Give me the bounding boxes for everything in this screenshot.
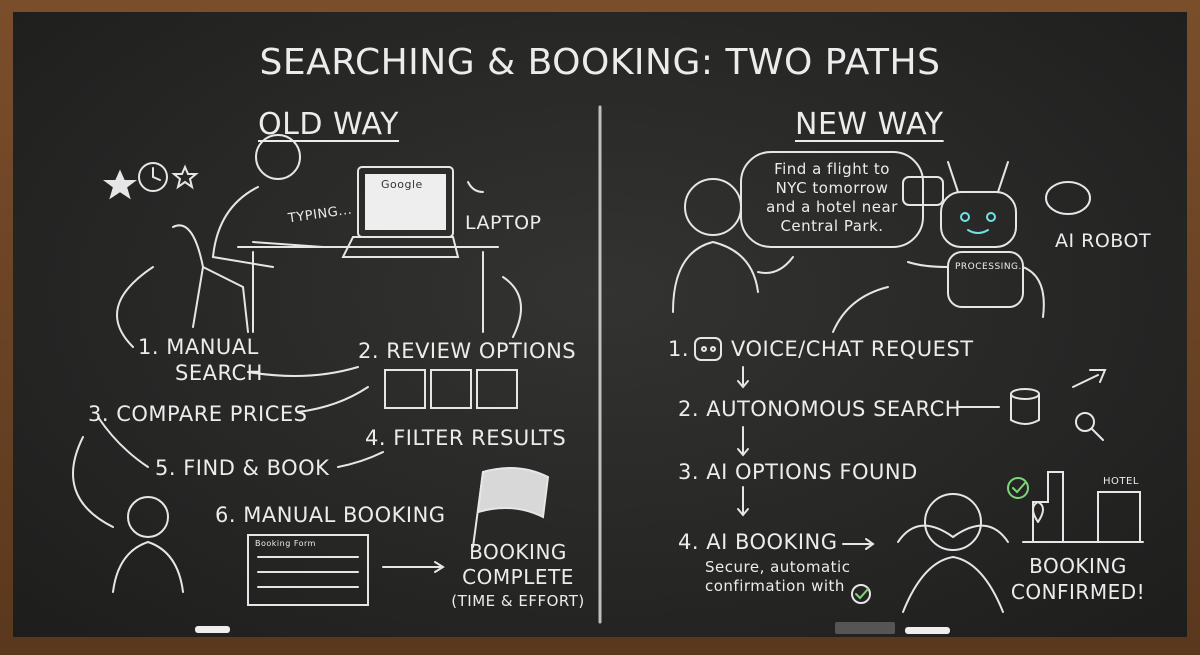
step-5-label: 5. FIND & BOOK: [155, 456, 330, 480]
arrow: [467, 181, 484, 193]
step-3-label: 3. COMPARE PRICES: [88, 402, 308, 426]
hotel-sign: HOTEL: [1103, 476, 1139, 487]
new-result-line1: BOOKING: [1029, 554, 1127, 578]
option-cards-icon: [384, 369, 518, 409]
robot-label: AI ROBOT: [1055, 230, 1152, 252]
note-line1: Secure, automatic: [705, 558, 851, 576]
chalk-pieces: [195, 626, 230, 633]
chalk-drawings: [72, 105, 1144, 624]
arrow: [247, 366, 359, 377]
checkered-flag-icon: [472, 467, 550, 548]
processing-label: PROCESSING...: [955, 262, 1029, 272]
arrow: [116, 266, 154, 348]
speech-text: Find a flight to NYC tomorrow and a hote…: [741, 160, 923, 236]
new-result-line2: CONFIRMED!: [1010, 580, 1146, 604]
database-icon: [1010, 388, 1040, 425]
arrow: [97, 416, 149, 468]
old-way-heading: OLD WAY: [258, 107, 400, 142]
speech-line: Central Park.: [780, 217, 884, 235]
new-step-2-label: 2. AUTONOMOUS SEARCH: [678, 397, 962, 421]
laptop-label: LAPTOP: [465, 212, 542, 234]
booking-form-icon: [247, 534, 369, 606]
step-6-label: 6. MANUAL BOOKING: [215, 503, 446, 527]
arrow: [502, 276, 522, 338]
arrow: [842, 538, 875, 550]
laptop-illustration: [341, 166, 460, 258]
old-result-line1: BOOKING: [469, 540, 567, 564]
note-line2: confirmation with: [705, 577, 845, 595]
new-step-1-number: 1.: [668, 337, 690, 361]
old-result-line2: COMPLETE: [462, 565, 574, 589]
arrow: [72, 436, 114, 528]
old-result-note: (TIME & EFFORT): [451, 592, 585, 610]
arrow: [737, 426, 749, 457]
arrow: [297, 386, 369, 413]
step-1-label-cont: SEARCH: [175, 361, 263, 385]
step-4-label: 4. FILTER RESULTS: [365, 426, 567, 450]
chat-bubble-icon: [902, 176, 944, 206]
check-icon: [851, 584, 871, 604]
speech-line: Find a flight to: [774, 160, 890, 178]
chalk-piece: [905, 627, 950, 634]
chat-bubble-icon: [1045, 181, 1091, 215]
city-hotel-icon: [1022, 471, 1144, 543]
eraser: [835, 622, 895, 634]
booking-form-title: Booking Form: [255, 539, 316, 548]
star-icon: [171, 164, 199, 190]
arrow: [737, 366, 749, 389]
arrow: [382, 561, 445, 573]
robot-head-icon: [694, 337, 722, 361]
speech-line: NYC tomorrow: [775, 179, 889, 197]
stressed-person-illustration: [112, 496, 184, 593]
search-engine-logo: Google: [381, 178, 423, 191]
new-step-3-label: 3. AI OPTIONS FOUND: [678, 460, 918, 484]
arrow: [832, 286, 889, 333]
arrow: [737, 486, 749, 517]
new-way-heading: NEW WAY: [795, 107, 944, 142]
person-typing-illustration: [172, 134, 499, 333]
speech-line: and a hotel near: [766, 198, 898, 216]
relaxed-person-illustration: [897, 493, 1009, 613]
new-step-1-label: VOICE/CHAT REQUEST: [731, 337, 974, 361]
chalkboard: SEARCHING & BOOKING: TWO PATHS: [13, 12, 1187, 637]
page-title: SEARCHING & BOOKING: TWO PATHS: [259, 42, 941, 83]
step-1-label: 1. MANUAL: [138, 335, 259, 359]
arrow: [337, 451, 384, 468]
star-icon: [103, 169, 137, 200]
airplane-icon: [1072, 369, 1107, 388]
check-icon: [1007, 477, 1029, 499]
new-step-4-label: 4. AI BOOKING: [678, 530, 838, 554]
robot-illustration: [907, 161, 1045, 318]
alarm-clock-icon: [138, 162, 168, 192]
magnifier-icon: [1075, 412, 1104, 441]
speech-bubble: [740, 151, 924, 248]
step-2-label: 2. REVIEW OPTIONS: [358, 339, 577, 363]
